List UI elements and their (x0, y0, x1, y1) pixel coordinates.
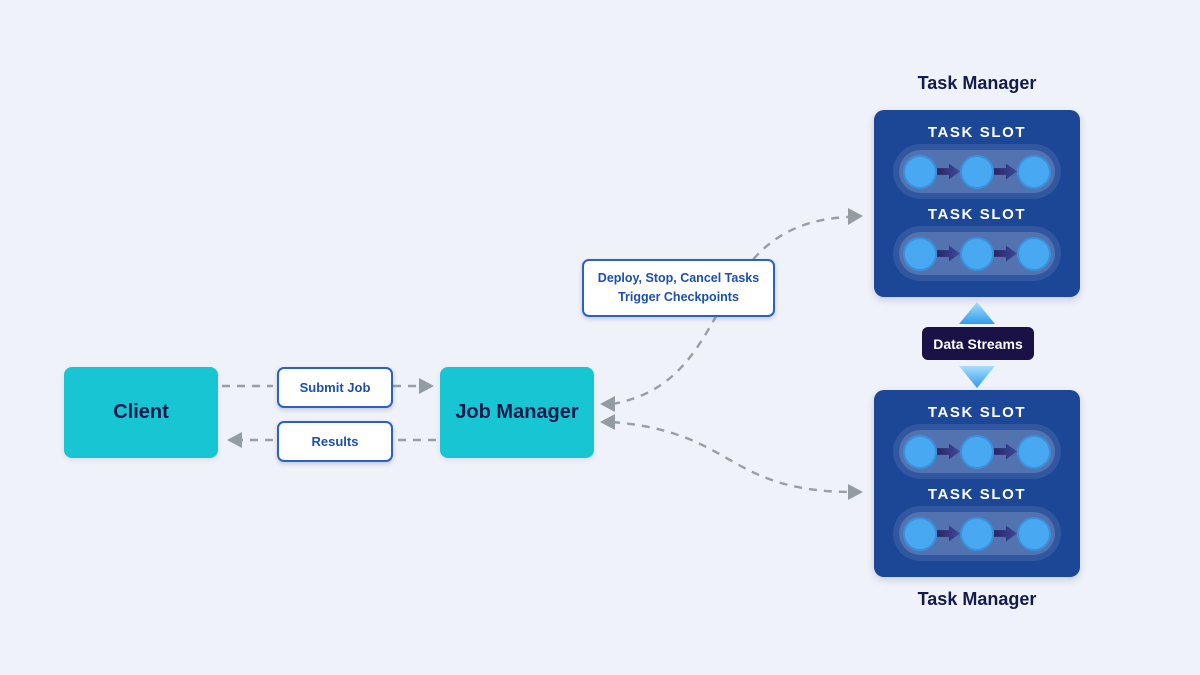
task-slot-label: TASK SLOT (927, 486, 1027, 503)
task-flow-arrow-icon (994, 525, 1017, 542)
task-flow-arrow-icon (994, 163, 1017, 180)
task-slot-pill (899, 512, 1055, 555)
task-circle (903, 236, 937, 271)
deploy-stop-cancel-label: Deploy, Stop, Cancel Tasks Trigger Check… (582, 259, 775, 317)
task-flow-arrow-icon (994, 443, 1017, 460)
submit-job-label-text: Submit Job (299, 380, 371, 395)
task-slot-pill (899, 430, 1055, 473)
task-manager-bottom-title: Task Manager (917, 589, 1037, 609)
task-slot-pill (899, 232, 1055, 275)
arrowhead-into-client-icon (227, 432, 242, 448)
task-flow-arrow-icon (937, 245, 960, 262)
arrowhead-into-job-manager-icon (419, 378, 434, 394)
deploy-label-line1: Deploy, Stop, Cancel Tasks (597, 270, 760, 285)
task-flow-arrow-icon (937, 163, 960, 180)
task-circle (960, 434, 994, 469)
task-manager-bottom-node: TASK SLOT TASK SLOT (874, 390, 1080, 577)
task-manager-top-node: TASK SLOT TASK SLOT (874, 110, 1080, 297)
arrowhead-at-task-manager-top-icon (848, 208, 863, 225)
task-slot-label: TASK SLOT (927, 124, 1027, 141)
task-circle (903, 434, 937, 469)
edge-job-manager-to-task-manager-bottom (611, 420, 849, 494)
task-slot-label: TASK SLOT (927, 206, 1027, 223)
job-manager-node: Job Manager (440, 367, 594, 458)
task-circle (960, 154, 994, 189)
arrowhead-at-job-manager-upper-icon (600, 396, 615, 412)
data-stream-down-arrow-icon (959, 366, 995, 388)
arrowhead-at-job-manager-lower-icon (600, 414, 615, 430)
data-streams-badge-text: Data Streams (933, 335, 1023, 352)
task-circle (1017, 434, 1051, 469)
task-circle (1017, 516, 1051, 551)
task-circle (1017, 154, 1051, 189)
results-label: Results (277, 421, 393, 462)
task-circle (960, 236, 994, 271)
task-flow-arrow-icon (937, 525, 960, 542)
data-stream-up-arrow-icon (959, 302, 995, 324)
client-node-label: Client (113, 401, 169, 423)
task-circle (903, 154, 937, 189)
task-circle (960, 516, 994, 551)
task-manager-top-title: Task Manager (917, 73, 1037, 93)
task-slot-label: TASK SLOT (927, 404, 1027, 421)
client-node: Client (64, 367, 218, 458)
arrowhead-at-task-manager-bottom-icon (848, 484, 863, 500)
deploy-label-line2: Trigger Checkpoints (618, 290, 739, 304)
task-circle (903, 516, 937, 551)
task-flow-arrow-icon (937, 443, 960, 460)
task-slot-pill (899, 150, 1055, 193)
data-streams-badge: Data Streams (922, 327, 1034, 360)
job-manager-node-label: Job Manager (455, 401, 579, 423)
submit-job-label: Submit Job (277, 367, 393, 408)
task-flow-arrow-icon (994, 245, 1017, 262)
task-circle (1017, 236, 1051, 271)
results-label-text: Results (311, 434, 359, 449)
